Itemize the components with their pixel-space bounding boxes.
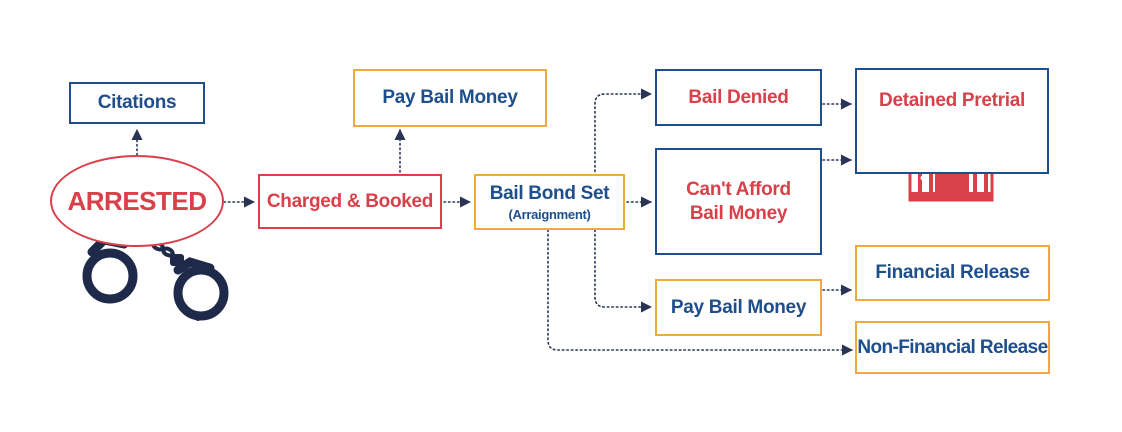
arrested-label: ARRESTED bbox=[67, 185, 207, 216]
bail-bond-set-label: Bail Bond Set bbox=[489, 182, 610, 204]
citations-box: Citations bbox=[69, 82, 205, 124]
detained-pretrial-box: Detained Pretrial bbox=[855, 68, 1049, 174]
pay-bail-money-bottom-box: Pay Bail Money bbox=[655, 279, 822, 336]
charged-booked-label: Charged & Booked bbox=[266, 190, 434, 212]
bail-denied-label: Bail Denied bbox=[688, 86, 789, 108]
non-financial-release-box: Non-Financial Release bbox=[855, 321, 1050, 374]
citations-label: Citations bbox=[97, 92, 177, 113]
arrow-bailbond-paybail bbox=[594, 229, 653, 313]
arrested-node: ARRESTED bbox=[50, 155, 224, 247]
detained-pretrial-label: Detained Pretrial bbox=[879, 90, 1025, 111]
bail-denied-box: Bail Denied bbox=[655, 69, 822, 126]
financial-release-label: Financial Release bbox=[875, 262, 1030, 283]
bail-bond-set-box: Bail Bond Set (Arraignment) bbox=[474, 174, 625, 230]
arrow-bailbond-denied bbox=[594, 88, 653, 177]
pay-bail-money-bottom-label: Pay Bail Money bbox=[670, 296, 807, 318]
financial-release-box: Financial Release bbox=[855, 245, 1050, 301]
non-financial-release-label: Non-Financial Release bbox=[857, 336, 1048, 358]
arrow-bailbond-nonfinancial bbox=[547, 229, 854, 356]
charged-booked-box: Charged & Booked bbox=[258, 174, 442, 229]
cant-afford-label: Can't Afford Bail Money bbox=[686, 178, 791, 224]
cant-afford-box: Can't Afford Bail Money bbox=[655, 148, 822, 255]
pay-bail-money-top-box: Pay Bail Money bbox=[353, 69, 547, 127]
pay-bail-money-top-label: Pay Bail Money bbox=[382, 87, 518, 108]
arraignment-label: (Arraignment) bbox=[508, 206, 591, 222]
